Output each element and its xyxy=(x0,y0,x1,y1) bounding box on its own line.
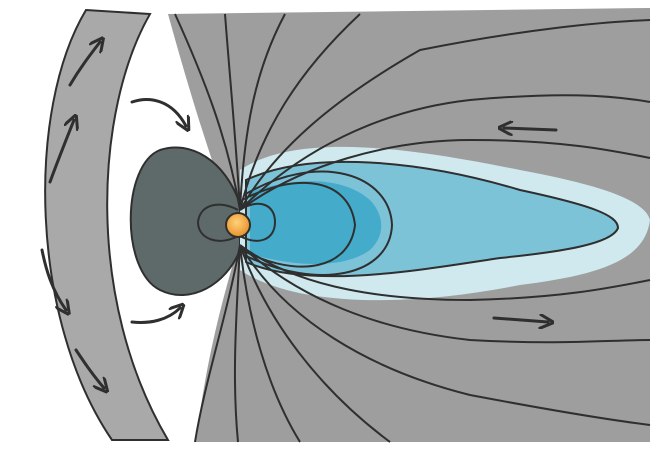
planet-icon xyxy=(226,213,250,237)
flow-arrow-icon xyxy=(504,128,556,130)
